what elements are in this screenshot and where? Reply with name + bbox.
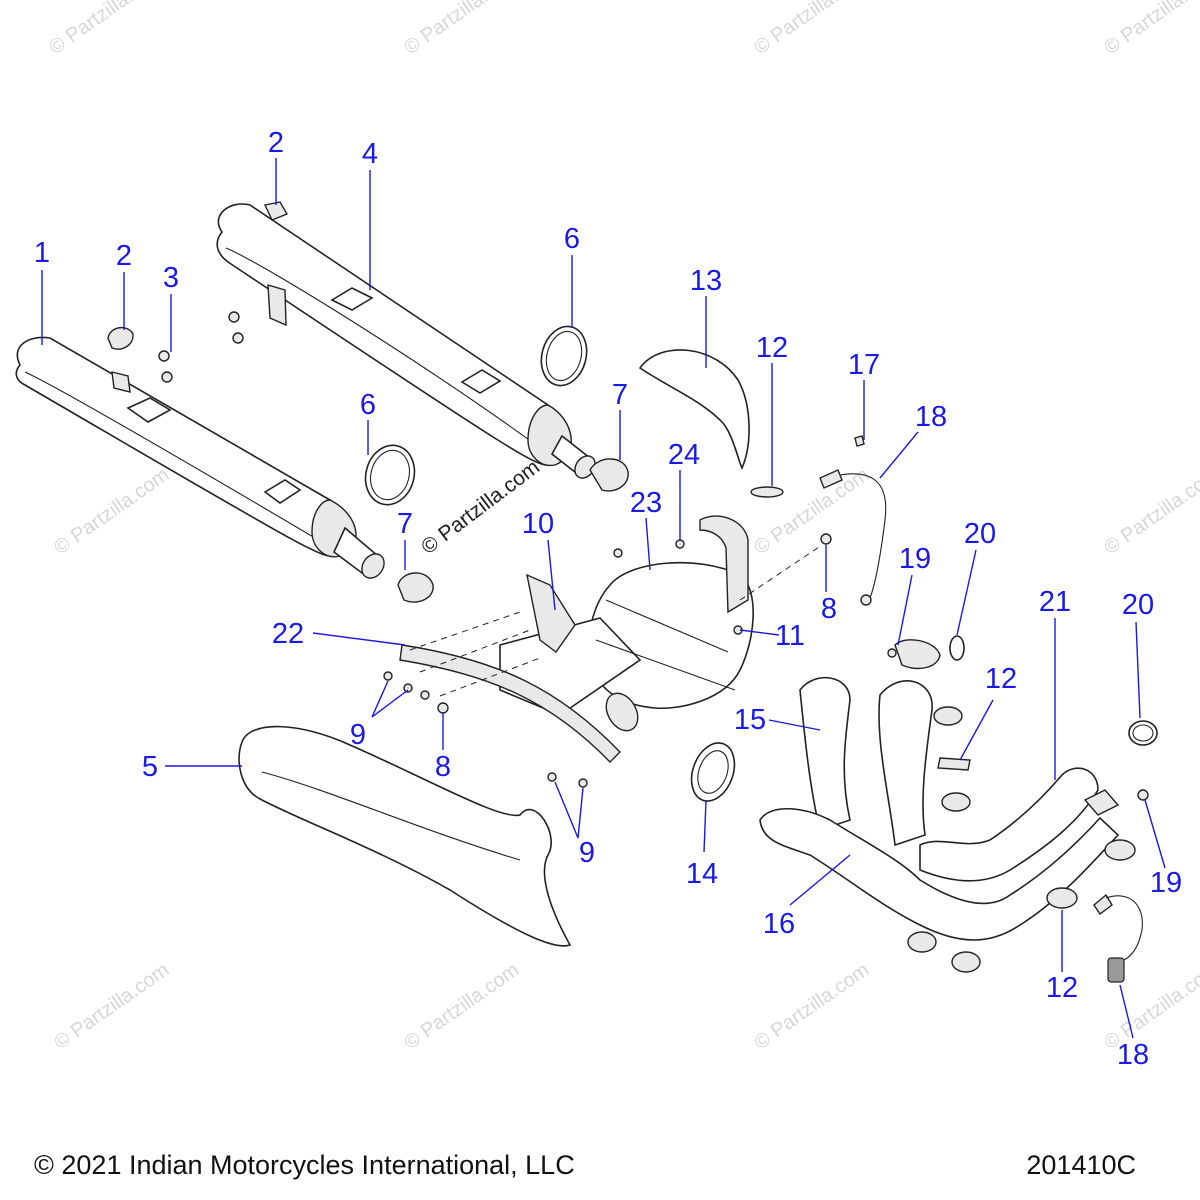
callout-19: 19 [1150, 867, 1182, 899]
small-clamps [887, 635, 1158, 973]
callout-9: 9 [579, 837, 595, 869]
callout-16: 16 [763, 908, 795, 940]
callout-8: 8 [435, 751, 451, 783]
watermark: © Partzilla.com [45, 0, 168, 59]
callout-8: 8 [821, 593, 837, 625]
clamp-7-lower [397, 572, 434, 603]
head-pipes [759, 639, 1120, 941]
callout-22: 22 [272, 618, 304, 650]
callout-7: 7 [397, 508, 413, 540]
callout-11: 11 [775, 620, 805, 652]
callout-12: 12 [985, 663, 1017, 695]
callout-18: 18 [915, 401, 947, 433]
diagram-code: 201410C [1026, 1150, 1136, 1180]
line-art [15, 201, 1158, 983]
callout-13: 13 [690, 265, 722, 297]
callout-12: 12 [1046, 972, 1078, 1004]
callout-6: 6 [360, 389, 376, 421]
clamp-7-upper [589, 458, 629, 492]
callout-23: 23 [630, 487, 662, 519]
callout-9: 9 [350, 719, 366, 751]
callout-17: 17 [848, 349, 880, 381]
callout-4: 4 [362, 138, 378, 170]
callout-5: 5 [142, 751, 158, 783]
watermark: © Partzilla.com [1100, 0, 1200, 59]
callout-7: 7 [612, 379, 628, 411]
clamp-top [263, 201, 289, 221]
muffler-left [15, 336, 385, 579]
callout-2: 2 [116, 240, 132, 272]
clamp-14 [690, 742, 736, 802]
bolts [158, 311, 244, 383]
callout-20: 20 [964, 518, 996, 550]
watermark: © Partzilla.com [750, 0, 873, 59]
bracket-10 [526, 573, 576, 653]
callout-labels: 1 2 2 3 4 5 6 6 7 7 8 8 9 9 10 11 12 12 … [34, 127, 1182, 1071]
callout-15: 15 [734, 704, 766, 736]
watermark: © Partzilla.com [50, 464, 173, 559]
callout-24: 24 [668, 439, 700, 471]
assembly-lines [409, 544, 823, 697]
leader-lines [41, 158, 1166, 1039]
callout-12: 12 [756, 332, 788, 364]
callout-10: 10 [522, 508, 554, 540]
watermark: © Partzilla.com [750, 959, 873, 1054]
watermark: © Partzilla.com [750, 464, 873, 559]
o2-sensor-upper [819, 435, 887, 606]
callout-3: 3 [163, 262, 179, 294]
callout-2: 2 [268, 127, 284, 159]
copyright-text: © 2021 Indian Motorcycles International,… [34, 1150, 575, 1180]
watermark: © Partzilla.com [400, 959, 523, 1054]
watermark: © Partzilla.com [50, 959, 173, 1054]
exhaust-parts-diagram: © Partzilla.com © Partzilla.com © Partzi… [15, 0, 1200, 1071]
band-12-a [750, 486, 784, 498]
callout-14: 14 [686, 858, 718, 890]
callout-19: 19 [899, 543, 931, 575]
callout-1: 1 [34, 237, 50, 269]
band-clamp-lower [364, 444, 416, 506]
heat-shield-13 [638, 349, 750, 470]
callout-20: 20 [1122, 589, 1154, 621]
watermark: © Partzilla.com [1100, 464, 1200, 559]
o2-sensor-lower [1093, 893, 1143, 983]
callout-6: 6 [564, 223, 580, 255]
muffler-upper [216, 203, 596, 479]
hardware [383, 533, 832, 788]
catalyst-assembly [499, 515, 754, 732]
callout-21: 21 [1039, 586, 1071, 618]
heat-shield-22 [399, 644, 621, 763]
clamp-left [107, 327, 134, 350]
heat-shield-5 [238, 725, 572, 947]
watermark: © Partzilla.com [400, 0, 523, 59]
callout-18: 18 [1117, 1039, 1149, 1071]
